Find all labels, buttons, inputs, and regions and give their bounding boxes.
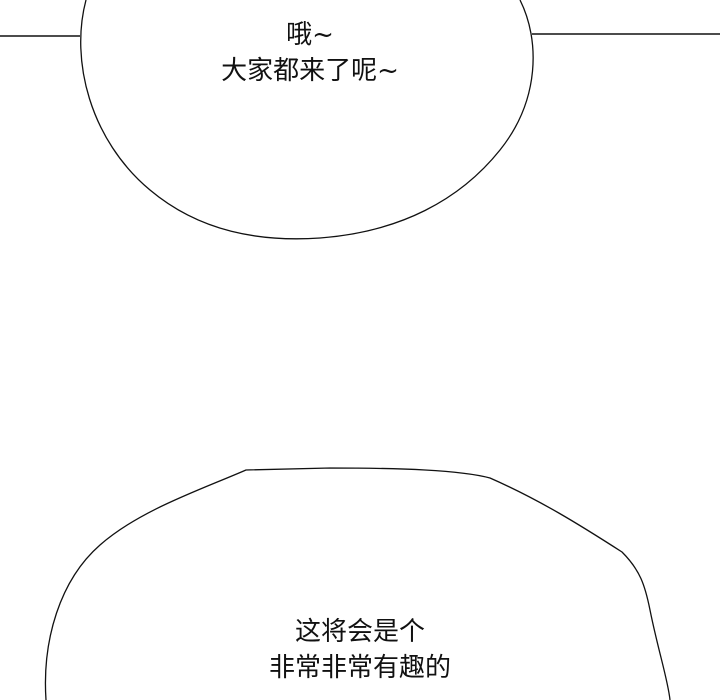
speech-line: 哦~: [286, 20, 334, 50]
speech-bubble-top: [80, 0, 534, 240]
speech-bubble-bottom: [44, 467, 671, 700]
speech-line: 大家都来了呢~: [221, 56, 399, 86]
speech-text-bottom: 这将会是个 非常非常有趣的: [210, 614, 510, 686]
speech-text-top: 哦~ 大家都来了呢~: [160, 17, 460, 89]
speech-line: 这将会是个: [294, 617, 425, 647]
speech-line: 非常非常有趣的: [268, 653, 451, 683]
